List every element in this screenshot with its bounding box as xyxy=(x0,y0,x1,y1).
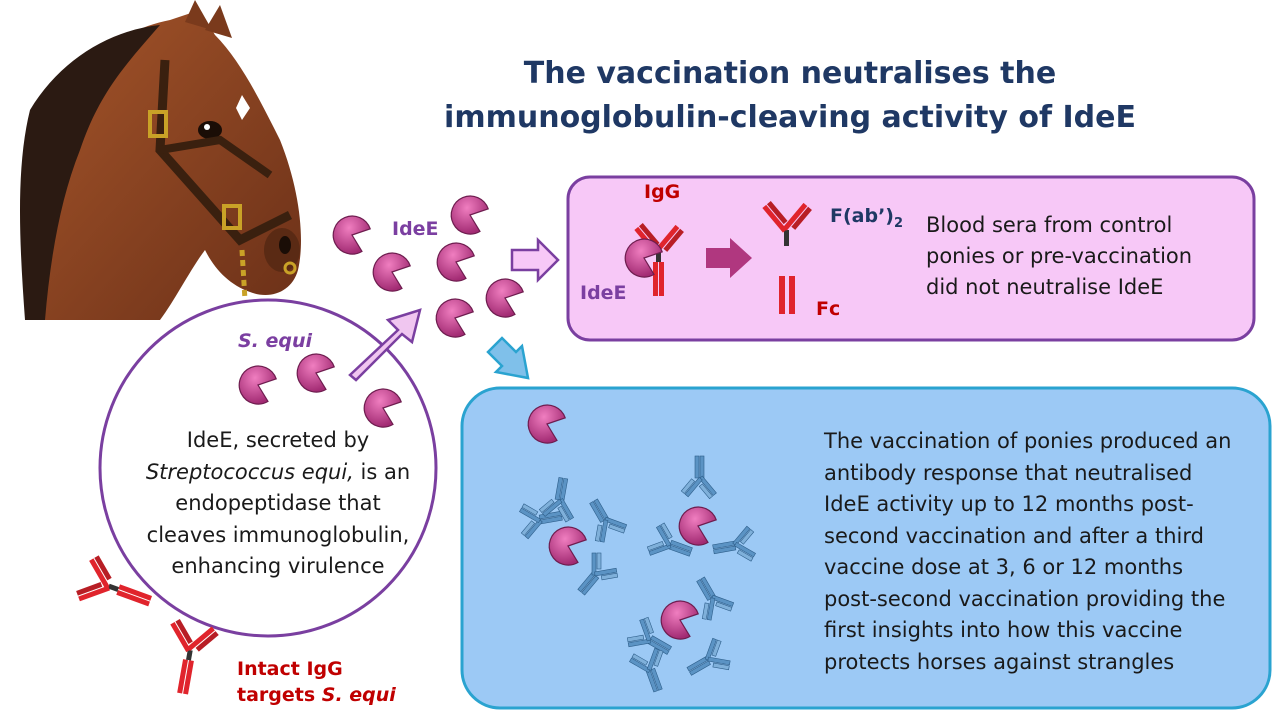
intact-line-2-italic: S. equi xyxy=(321,684,396,706)
arrow-icon xyxy=(348,236,752,382)
intact-line-1: Intact IgG xyxy=(237,658,343,680)
s-equi-label: S. equi xyxy=(238,330,313,352)
igg-antibody-icon xyxy=(619,200,812,314)
fc-label: Fc xyxy=(816,298,841,320)
circle-line-2: Streptococcus equi, is an xyxy=(128,457,428,489)
blue-line: The vaccination of ponies produced an xyxy=(824,429,1232,453)
pink-line: did not neutralise IdeE xyxy=(926,275,1164,299)
blue-line: second vaccination and after a third xyxy=(824,523,1204,548)
blue-line: first insights into how this vaccine xyxy=(824,618,1183,642)
igg-label: IgG xyxy=(644,181,681,203)
circle-line-4: cleaves immunoglobulin, xyxy=(146,522,410,547)
horse-illustration xyxy=(14,0,304,324)
intact-igg-label: Intact IgG targets S. equi xyxy=(237,656,396,708)
pink-line: Blood sera from control xyxy=(926,213,1173,237)
blue-line: post-second vaccination providing the xyxy=(824,586,1226,611)
intact-line-2-prefix: targets xyxy=(237,684,322,706)
idee-box-label: IdeE xyxy=(580,282,627,304)
blue-line: IdeE activity up to 12 months post- xyxy=(824,492,1194,516)
pink-line: ponies or pre-vaccination xyxy=(926,244,1193,268)
blue-line: protects horses against strangles xyxy=(824,649,1175,674)
pink-box-text: Blood sera from control ponies or pre-va… xyxy=(926,210,1226,303)
title-line-2: immunoglobulin-cleaving activity of IdeE xyxy=(444,100,1136,135)
idee-label: IdeE xyxy=(392,218,439,240)
page-title: The vaccination neutralises the immunogl… xyxy=(420,52,1160,140)
fab-subscript: 2 xyxy=(894,215,904,231)
pink-result-box xyxy=(566,175,1256,342)
circle-description: IdeE, secreted by Streptococcus equi, is… xyxy=(128,425,428,583)
fab-text: F(ab’) xyxy=(830,205,894,227)
circle-line-3: endopeptidase that xyxy=(175,491,381,515)
intact-line-2: targets S. equi xyxy=(237,682,396,708)
blue-line: antibody response that neutralised xyxy=(824,460,1193,485)
circle-line-1: IdeE, secreted by xyxy=(186,428,370,452)
circle-line-2-italic: Streptococcus equi, xyxy=(145,459,354,484)
title-line-1: The vaccination neutralises the xyxy=(523,56,1057,91)
fab2-label: F(ab’)2 xyxy=(830,205,903,231)
circle-line-2-rest: is an xyxy=(353,459,411,484)
blue-line: vaccine dose at 3, 6 or 12 months xyxy=(824,555,1184,579)
circle-line-5: enhancing virulence xyxy=(171,554,385,578)
s-equi-circle xyxy=(98,298,438,638)
blue-box-text: The vaccination of ponies produced an an… xyxy=(824,426,1264,678)
